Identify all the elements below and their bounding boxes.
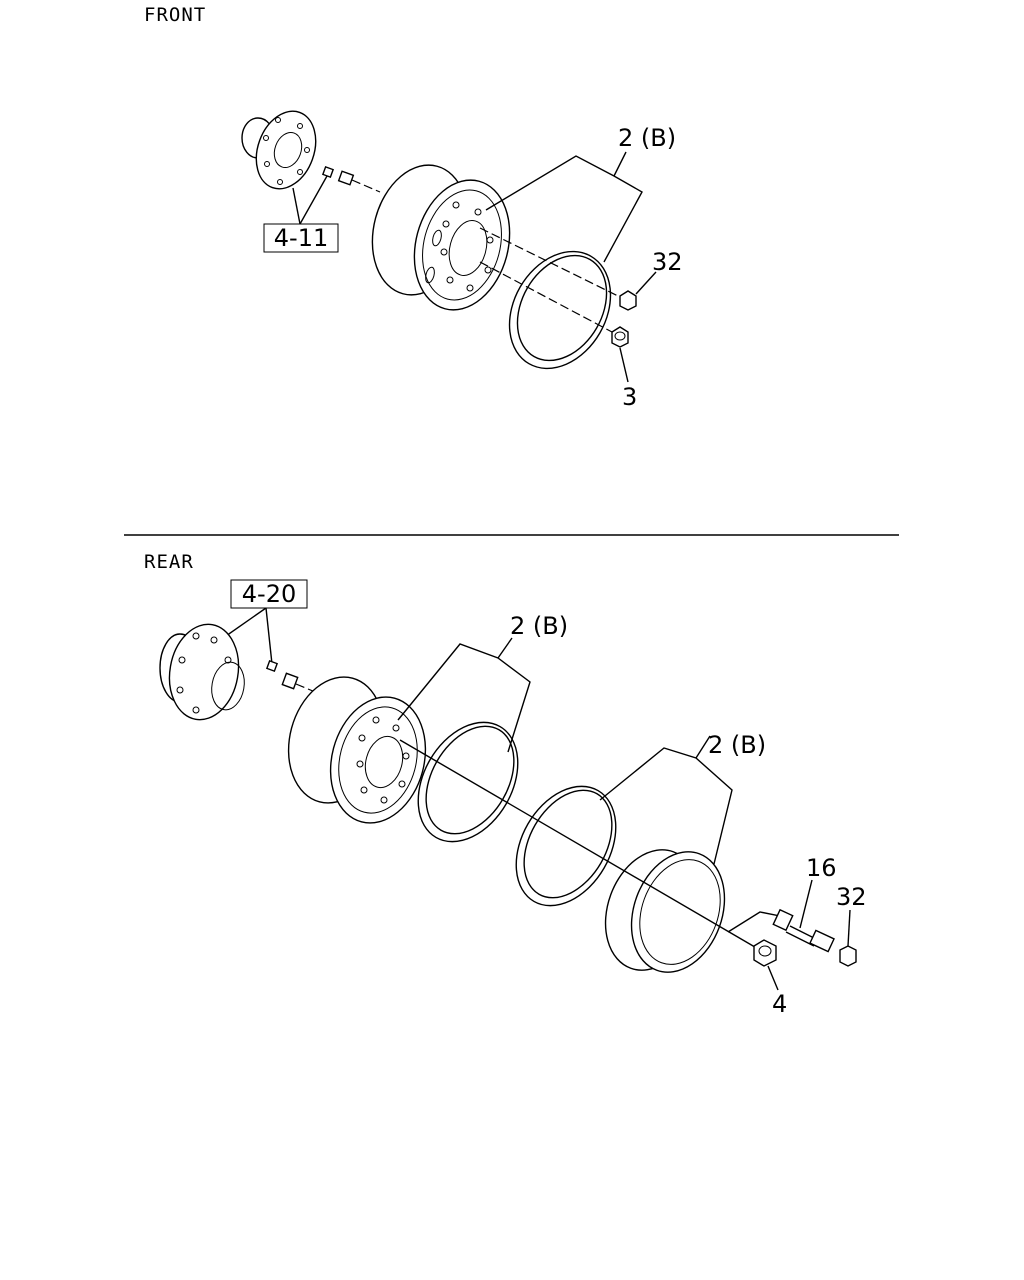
rear-section: REAR 4-20 <box>144 551 867 1018</box>
front-nut-3[interactable] <box>611 326 629 348</box>
front-wheel-rim[interactable] <box>358 154 523 320</box>
rear-label-nut-32: 32 <box>836 883 867 911</box>
front-label-nut-32: 32 <box>652 248 683 276</box>
rear-ref-box-label: 4-20 <box>242 580 296 608</box>
front-title: FRONT <box>144 4 206 26</box>
rear-label-bolt-16: 16 <box>806 854 837 882</box>
front-ref-box-label: 4-11 <box>274 224 328 252</box>
front-label-wheel: 2 (B) <box>618 124 676 152</box>
front-ref-box[interactable] <box>263 223 339 253</box>
rear-ref-box[interactable] <box>230 579 308 609</box>
rear-bolt-16[interactable] <box>772 908 835 953</box>
front-hub[interactable] <box>241 103 326 197</box>
rear-label-nut-4: 4 <box>772 990 787 1018</box>
rear-label-wheel-1: 2 (B) <box>510 612 568 640</box>
rear-hub[interactable] <box>159 619 248 725</box>
rear-outer-rim[interactable] <box>589 837 740 986</box>
front-section: FRONT 4-11 <box>144 4 683 411</box>
rear-stud[interactable] <box>265 659 299 690</box>
rear-side-ring-outer[interactable] <box>496 769 636 924</box>
front-label-nut-3: 3 <box>622 383 637 411</box>
rear-wheel-rim[interactable] <box>275 666 439 833</box>
rear-label-wheel-2: 2 (B) <box>708 731 766 759</box>
front-side-ring[interactable] <box>489 233 631 386</box>
rear-nut-4[interactable] <box>753 939 777 967</box>
front-nut-32[interactable] <box>619 290 637 311</box>
rear-nut-32[interactable] <box>839 945 857 967</box>
rear-title: REAR <box>144 551 194 573</box>
front-stud[interactable] <box>321 165 355 186</box>
